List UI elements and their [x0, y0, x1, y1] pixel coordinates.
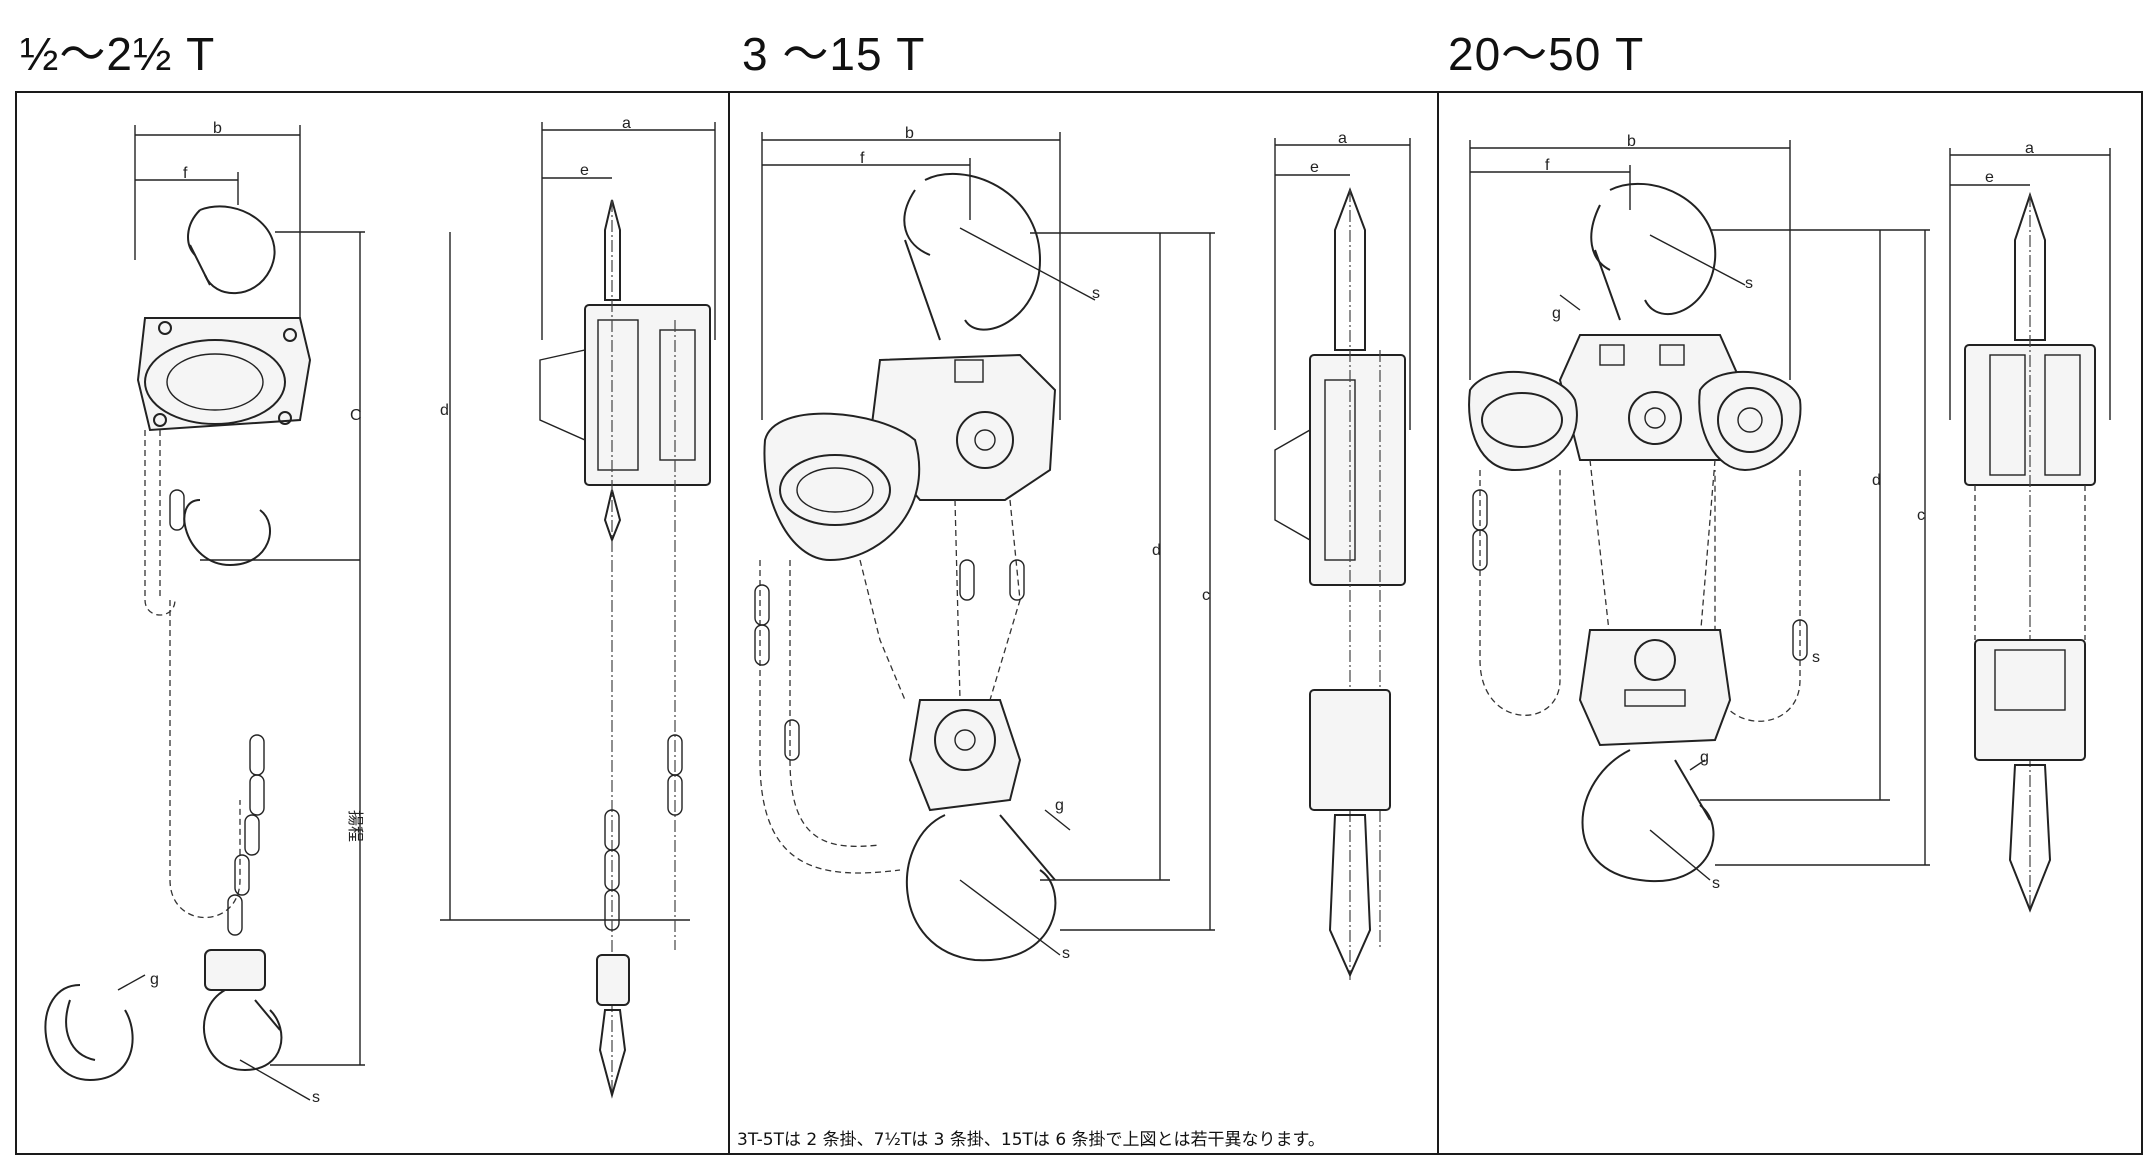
medium-hoist-side-view: a e: [1274, 130, 1411, 980]
dim-a-label-large: a: [2025, 140, 2034, 157]
dim-e-label-large: e: [1985, 169, 1994, 186]
small-hoist-front-view: b f s C: [44, 120, 690, 1106]
dim-c-label-large: c: [1917, 507, 1925, 524]
dim-e-label-small: e: [580, 162, 589, 179]
large-hoist-side-view: a e: [1949, 140, 2111, 913]
dim-g-label-large-top: g: [1552, 305, 1561, 322]
dim-c-label-medium: c: [1202, 587, 1210, 604]
dim-C-label: C: [350, 407, 362, 424]
lift-label: 揚程: [346, 810, 364, 842]
dim-d-label-medium: d: [1152, 542, 1161, 559]
dim-s-label-large-side: s: [1812, 649, 1820, 666]
heading-20-to-50-ton: 20〜50 T: [1448, 28, 1645, 80]
dim-b-label-large: b: [1627, 133, 1636, 150]
dim-d-label: d: [440, 402, 449, 419]
dim-e-label-medium: e: [1310, 159, 1319, 176]
dim-s-label-medium-bottom: s: [1062, 945, 1070, 962]
dim-a-label-small: a: [622, 115, 631, 132]
dim-f-label-medium: f: [860, 150, 865, 167]
dim-f-label-large: f: [1545, 157, 1550, 174]
dim-s-label-medium-top: s: [1092, 285, 1100, 302]
dim-s-label-large-bottom: s: [1712, 875, 1720, 892]
dim-g-label-small: g: [150, 971, 159, 988]
heading-half-to-2-5-ton: ½〜2½ T: [20, 28, 216, 80]
heading-3-to-15-ton: 3 〜15 T: [742, 28, 926, 80]
large-hoist-front-view: b f s g s: [1468, 133, 1930, 892]
footnote: 3T-5Tは 2 条掛、7½Tは 3 条掛、15Tは 6 条掛で上図とは若干異な…: [737, 1130, 1325, 1150]
small-hoist-side-view: a e: [539, 115, 716, 1099]
dim-s-label-large-top: s: [1745, 275, 1753, 292]
dim-f-label: f: [183, 165, 188, 182]
panel-large-hoist: [1437, 91, 2143, 1155]
dim-b-label: b: [213, 120, 222, 137]
dim-s-label-small: s: [312, 1089, 320, 1106]
dim-a-label-medium: a: [1338, 130, 1347, 147]
medium-hoist-front-view: b f s s: [754, 125, 1215, 962]
dim-b-label-medium: b: [905, 125, 914, 142]
dim-g-label-large-bottom: g: [1700, 749, 1709, 766]
dim-g-label-medium: g: [1055, 797, 1064, 814]
dim-d-label-large: d: [1872, 472, 1881, 489]
